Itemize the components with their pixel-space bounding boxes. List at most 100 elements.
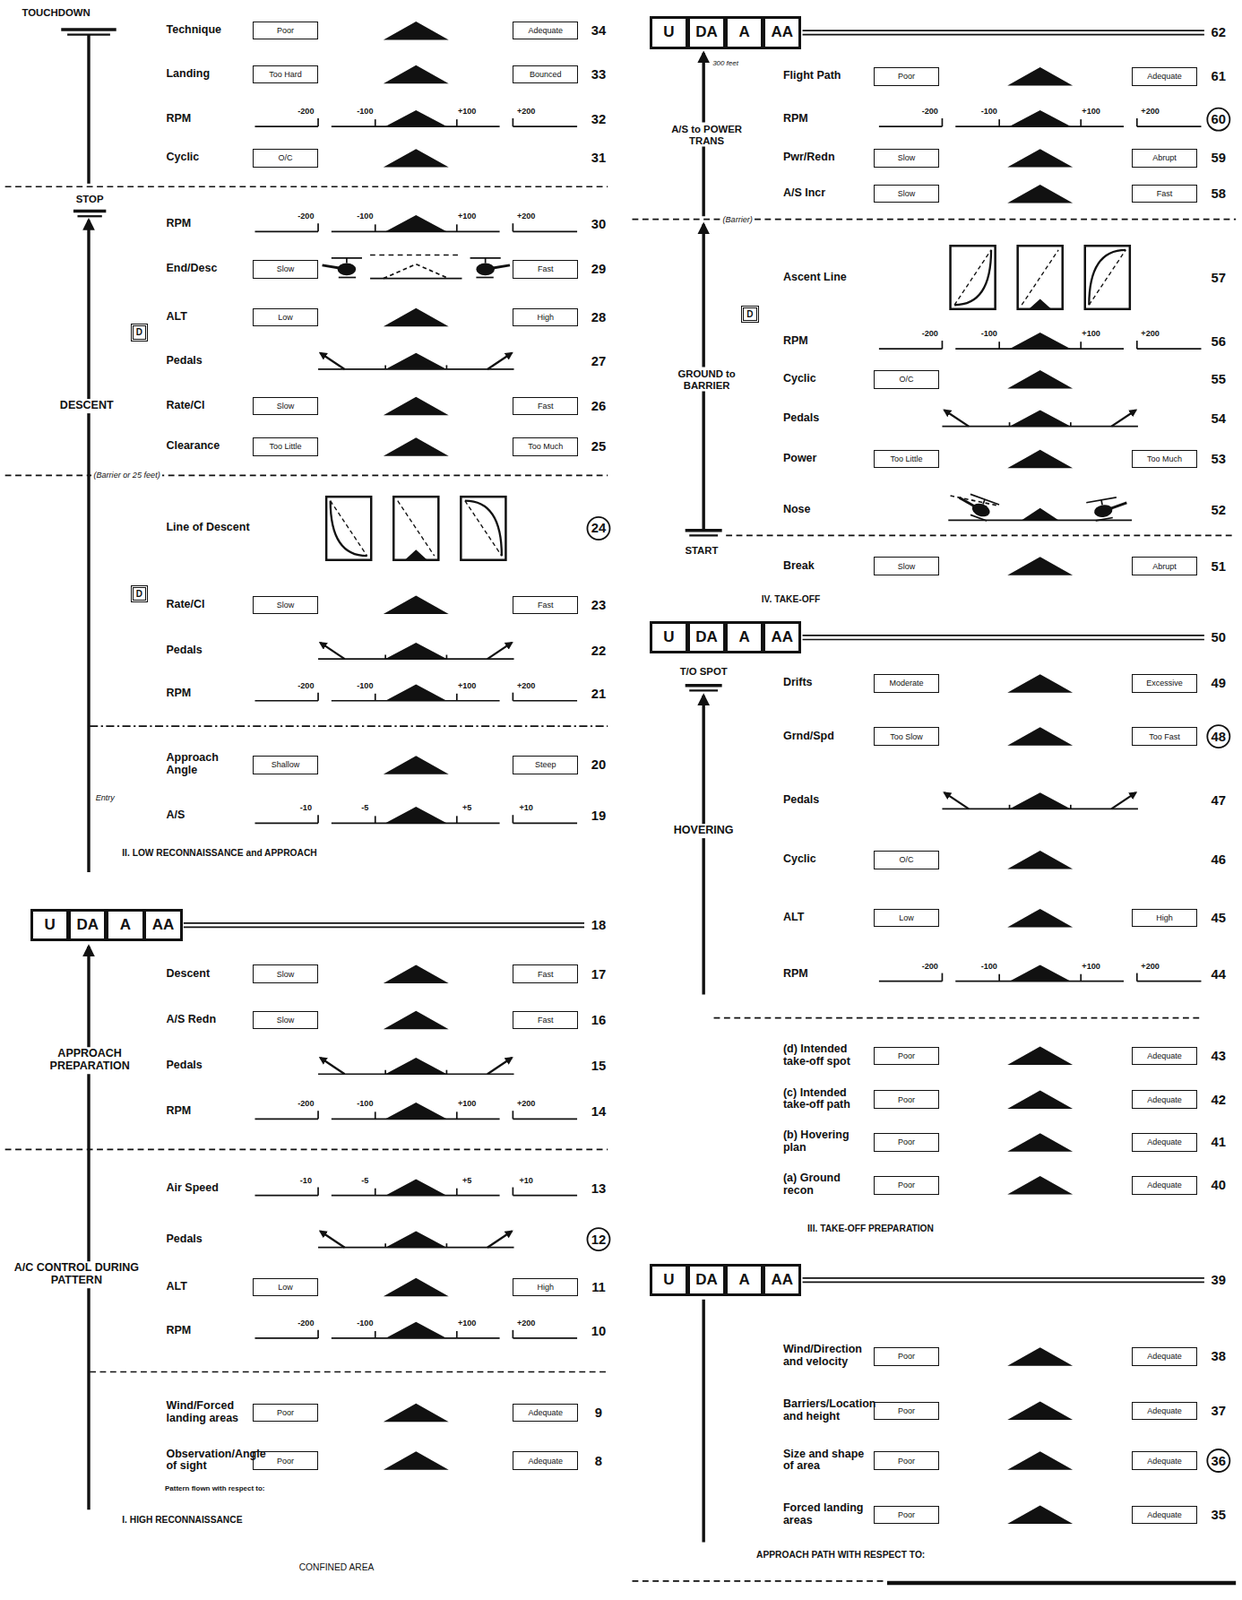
rule-line [254, 230, 319, 233]
rule-line [384, 1069, 387, 1075]
row-label: Forced landing areas [783, 1501, 872, 1527]
rating-box: Too Hard [252, 65, 319, 84]
grade-cell: A [105, 908, 145, 941]
pointer-triangle [1009, 332, 1071, 349]
pointer-triangle [1007, 1132, 1073, 1151]
box-text: Poor [897, 1509, 915, 1519]
rule-line [374, 1111, 377, 1119]
item-number: 39 [1211, 1272, 1226, 1287]
item-number: 34 [591, 23, 606, 38]
pointer-triangle [1007, 67, 1073, 86]
section-label: DESCENT [58, 398, 116, 414]
box-text: Too Slow [889, 732, 923, 742]
row-label: ALT [165, 310, 187, 324]
rating-box: Slow [873, 184, 940, 203]
section-label: HOVERING [672, 824, 736, 839]
callout-circle [1207, 724, 1230, 748]
rating-box: Slow [252, 259, 319, 278]
item-number: 53 [1211, 451, 1226, 466]
box-text: AA [152, 915, 175, 934]
box-text: Low [277, 1282, 294, 1292]
box-text: O/C [899, 374, 915, 384]
section-label: STOP [74, 192, 106, 207]
pedal-arrow [944, 792, 969, 809]
row-label: Approach Angle [165, 752, 250, 778]
rule-line [512, 814, 515, 823]
box-text: Adequate [1147, 1456, 1182, 1466]
box-text: Slow [276, 600, 295, 610]
box-text: High [1155, 913, 1173, 923]
box-text: Slow [897, 153, 916, 163]
box-text: A [739, 1270, 751, 1289]
rating-box: O/C [873, 850, 940, 869]
rule-line [456, 1111, 458, 1119]
box-text: U [663, 1270, 674, 1289]
rating-box: Bounced [512, 65, 578, 84]
rule-line [317, 1187, 320, 1196]
box-text: Adequate [1147, 1509, 1182, 1519]
row-label: Pedals [165, 1059, 202, 1072]
section-label: IV. TAKE-OFF [759, 593, 822, 605]
item-number: 20 [591, 757, 606, 772]
section-label: III. TAKE-OFF PREPARATION [805, 1223, 936, 1235]
row-label: Landing [165, 68, 210, 81]
scale-value: -100 [356, 211, 373, 221]
rule-line [879, 980, 943, 983]
item-number: 30 [591, 216, 606, 232]
row-label: Line of Descent [165, 522, 250, 535]
rating-box: Adequate [1131, 1175, 1198, 1194]
scale-value: -200 [922, 106, 939, 116]
pedal-arrow [487, 642, 512, 659]
item-number: 9 [595, 1405, 603, 1420]
box-text: Adequate [1147, 1095, 1182, 1104]
section-label: Entry [94, 792, 117, 803]
rule-line [456, 1330, 458, 1338]
rule-line [374, 1188, 377, 1196]
helicopter-icon [322, 258, 363, 278]
d-marker-box: D [741, 305, 759, 323]
rating-box: Poor [252, 21, 319, 40]
box-text: Adequate [1147, 1351, 1182, 1361]
row-label: Power [783, 452, 818, 466]
section-label: CONFINED AREA [299, 1561, 375, 1572]
rule-line [1009, 804, 1011, 810]
section-divider [632, 1579, 888, 1582]
section-label: TOUCHDOWN [20, 5, 93, 19]
box-text: AA [771, 23, 794, 42]
rule-line [384, 1242, 387, 1248]
item-number: 40 [1211, 1177, 1226, 1192]
row-label: RPM [165, 1324, 191, 1337]
row-label: Pedals [783, 412, 820, 425]
rating-box: Poor [252, 1403, 319, 1422]
rule-line [254, 1194, 319, 1197]
box-text: Poor [897, 71, 915, 81]
rule-line [446, 364, 449, 370]
scale-value: +200 [1140, 961, 1159, 971]
rule-line [512, 1117, 578, 1120]
row-label: Wind/Direction and velocity [783, 1344, 872, 1370]
scale-value: -100 [356, 1098, 373, 1108]
scale-value: -100 [981, 328, 998, 338]
row-label: RPM [165, 1104, 191, 1118]
rule-line [374, 224, 377, 232]
rating-box: Slow [873, 556, 940, 575]
row-label: ALT [165, 1280, 187, 1294]
box-text: D [136, 327, 143, 337]
rule-line [374, 815, 377, 823]
pointer-triangle [385, 642, 447, 659]
box-text: U [663, 628, 674, 647]
spot-bar [685, 683, 723, 687]
pointer-triangle [1007, 148, 1073, 167]
pedal-arrow [319, 353, 345, 370]
section-divider [89, 1371, 608, 1373]
pointer-triangle [1007, 1401, 1073, 1420]
rating-box: High [1131, 908, 1198, 927]
scale-value: -100 [356, 1318, 373, 1328]
rule-line [384, 655, 387, 660]
pointer-triangle [383, 595, 449, 614]
pedal-arrow [944, 409, 969, 426]
profile-dashed [465, 500, 502, 556]
box-text: Poor [897, 1137, 915, 1147]
pointer-triangle [383, 148, 449, 167]
row-label: RPM [783, 967, 809, 981]
